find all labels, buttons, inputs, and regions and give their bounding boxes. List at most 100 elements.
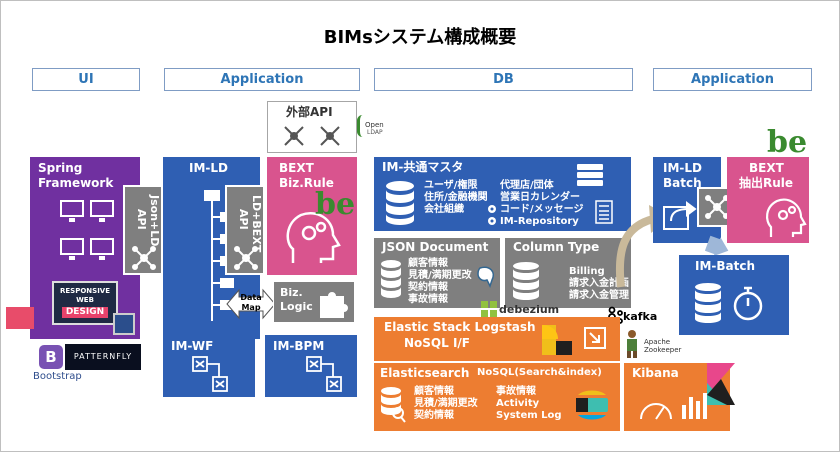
- header-application-left: Application: [164, 68, 360, 91]
- brain-gears-icon: [286, 212, 341, 263]
- master-item: ユーザ/権限: [424, 180, 478, 191]
- spring-label-1: Spring: [38, 161, 83, 175]
- responsive-label-1: RESPONSIVE WEB: [60, 287, 110, 304]
- elasticsearch-item: System Log: [496, 410, 562, 421]
- column-type-box: Column Type Billing 請求入金計画 請求入金管理: [505, 238, 631, 308]
- elasticsearch-item: 見積/満期更改: [414, 398, 478, 409]
- gauge-icon: [640, 403, 672, 420]
- network-node-icon: [705, 195, 729, 219]
- puzzle-icon: [320, 292, 348, 318]
- logstash-icon: [542, 325, 572, 355]
- master-col2: 代理店/団体 営業日カレンダー コード/メッセージ IM-Repository: [500, 180, 583, 228]
- elasticsearch-col1: 顧客情報 見積/満期更改 契約情報: [414, 386, 478, 422]
- header-db: DB: [374, 68, 633, 91]
- logstash-box: Elastic Stack Logstash NoSQL I/F: [374, 317, 620, 361]
- openldap-glyph-icon: [357, 115, 368, 137]
- data-map-label-1: Data: [240, 293, 262, 302]
- im-common-master-box: IM-共通マスタ ユーザ/権限 住所/金融機関 会社組織 代理店/団体 営業日カ…: [374, 157, 631, 231]
- zookeeper-label-1: Apache: [644, 338, 671, 346]
- database-icon: [513, 262, 539, 300]
- responsive-label-2: DESIGN: [62, 307, 108, 318]
- logstash-label: Elastic Stack Logstash: [384, 320, 536, 334]
- openldap-label-1: Open: [365, 121, 384, 129]
- master-col1: ユーザ/権限 住所/金融機関 会社組織: [424, 180, 488, 216]
- elasticsearch-item: 事故情報: [496, 386, 536, 397]
- master-item: 住所/金融機関: [424, 192, 488, 203]
- elasticsearch-label: Elasticsearch: [380, 366, 470, 380]
- im-master-label: IM-共通マスタ: [382, 160, 464, 174]
- im-ld-batch-label-1: IM-LD: [663, 161, 702, 175]
- database-icon: [695, 283, 721, 323]
- json-doc-item: 契約情報: [408, 282, 448, 293]
- monitors-icon: [60, 200, 114, 260]
- kibana-logo-icon: [707, 363, 735, 405]
- json-doc-item: 事故情報: [408, 294, 448, 305]
- calculator-icon: [595, 200, 613, 224]
- bext-extract-label-2: 抽出Rule: [739, 176, 794, 190]
- zookeeper-label-2: Zookeeper: [644, 346, 682, 354]
- im-batch-label: IM-Batch: [695, 259, 756, 273]
- bext-label: BEXT: [279, 161, 314, 175]
- json-doc-item: 見積/満期更改: [408, 270, 472, 281]
- down-arrow: [704, 235, 729, 257]
- bootstrap-label: Bootstrap: [33, 371, 82, 382]
- im-bpm-box: IM-BPM: [265, 335, 357, 397]
- database-search-icon: [381, 387, 406, 423]
- im-bpm-label: IM-BPM: [273, 339, 325, 353]
- master-item: 代理店/団体: [500, 180, 554, 191]
- json-doc-items: 顧客情報 見積/満期更改 契約情報 事故情報: [408, 258, 472, 306]
- network-node-icon: [234, 246, 258, 270]
- im-ld-batch-label-2: Batch: [663, 176, 702, 190]
- column-type-label: Column Type: [513, 240, 600, 254]
- database-icon: [386, 181, 414, 225]
- elasticsearch-sub-label: NoSQL(Search&index): [477, 367, 602, 378]
- network-icons: [284, 126, 340, 146]
- laptop-screen-image: [6, 307, 34, 329]
- server-icon: [577, 164, 603, 186]
- im-ld-label: IM-LD: [189, 161, 228, 175]
- openldap-label-2: LDAP: [367, 129, 383, 136]
- external-api-label: 外部API: [286, 105, 333, 119]
- ld-bext-api-label: LD+BEXT API: [237, 195, 263, 253]
- column-type-items: Billing 請求入金計画 請求入金管理: [569, 266, 629, 302]
- im-wf-label: IM-WF: [171, 339, 214, 353]
- elasticsearch-logo-icon: [576, 390, 608, 420]
- tablet-image: [113, 313, 135, 335]
- biz-logic-label-1: Biz.: [280, 286, 303, 299]
- kibana-label: Kibana: [632, 366, 679, 380]
- master-item: コード/メッセージ: [500, 204, 584, 215]
- external-api-box: 外部API: [267, 101, 357, 153]
- ld-bext-api-box: LD+BEXT API: [225, 185, 265, 275]
- zookeeper-icon: [627, 330, 637, 358]
- column-type-item: 請求入金管理: [569, 290, 629, 301]
- network-node-icon: [132, 246, 156, 270]
- brain-gears-icon: [765, 198, 807, 237]
- master-item: IM-Repository: [500, 216, 579, 227]
- data-map-label-2: Map: [241, 303, 261, 312]
- biz-logic-label-2: Logic: [280, 300, 313, 313]
- bar-chart-icon: [682, 393, 707, 419]
- elasticsearch-item: 契約情報: [414, 410, 454, 421]
- elasticsearch-col2: 事故情報 Activity System Log: [496, 386, 562, 422]
- workflow-icon: [306, 356, 342, 392]
- gear-icon: [488, 205, 496, 225]
- patternfly-logo: PATTERNFLY: [65, 344, 141, 370]
- json-doc-item: 顧客情報: [408, 258, 448, 269]
- biz-rule-label: Biz.Rule: [279, 176, 334, 190]
- im-batch-box: IM-Batch: [679, 255, 789, 335]
- json-ld-api-box: Json+LD API: [123, 185, 163, 275]
- be-logo-right: be: [767, 125, 808, 160]
- json-ld-api-label: Json+LD API: [135, 195, 161, 247]
- elasticsearch-box: Elasticsearch NoSQL(Search&index) 顧客情報 見…: [374, 363, 620, 431]
- debezium-label: debezium: [499, 303, 560, 316]
- workflow-icon: [192, 356, 228, 392]
- be-logo: be: [315, 187, 356, 222]
- json-document-box: JSON Document 顧客情報 見積/満期更改 契約情報 事故情報: [374, 238, 500, 308]
- postgresql-elephant-icon: [477, 266, 494, 288]
- elasticsearch-item: 顧客情報: [414, 386, 454, 397]
